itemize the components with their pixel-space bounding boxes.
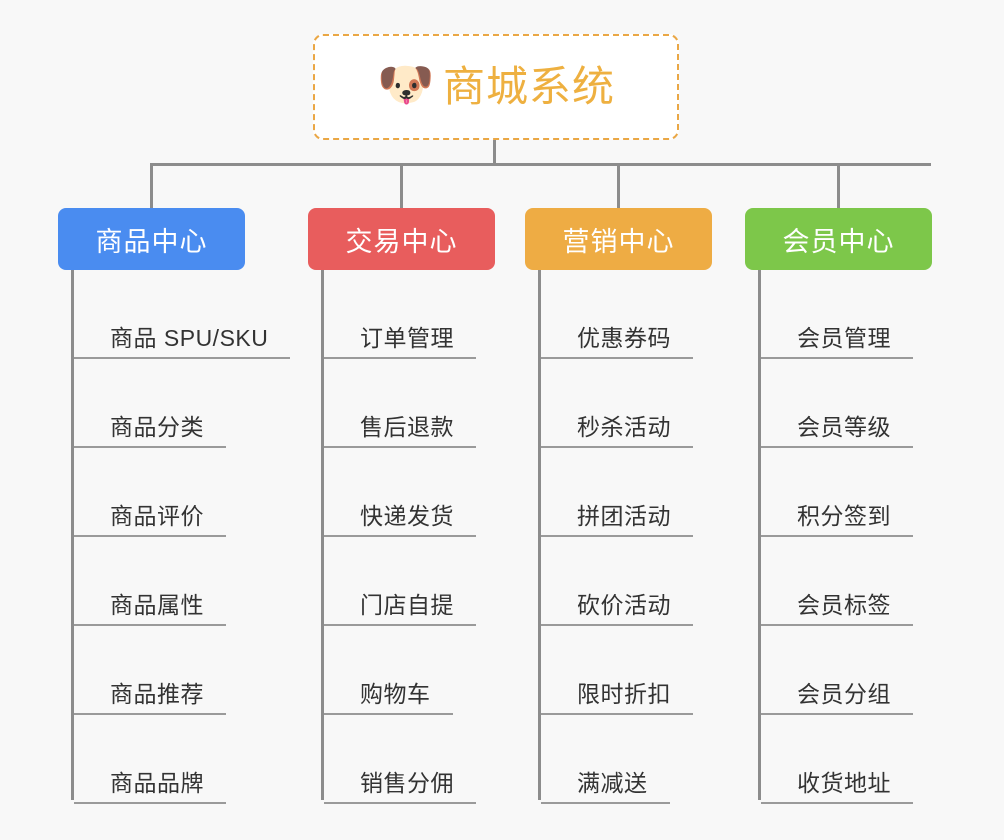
- root-node[interactable]: 🐶 商城系统: [313, 34, 679, 140]
- leaf-label: 商品推荐: [110, 680, 204, 707]
- list-item[interactable]: 售后退款: [324, 359, 598, 448]
- leaf-label: 收货地址: [797, 769, 891, 796]
- list-item[interactable]: 快递发货: [324, 448, 598, 537]
- list-item[interactable]: 优惠券码: [541, 270, 815, 359]
- leaf-label: 秒杀活动: [577, 413, 671, 440]
- category-header-label: 营销中心: [562, 226, 675, 257]
- leaf-label: 会员分组: [797, 680, 891, 707]
- root-title: 商城系统: [442, 63, 615, 110]
- leaf-label: 砍价活动: [577, 591, 671, 618]
- category-header-trade[interactable]: 交易中心: [308, 208, 495, 270]
- leaf-tree-trade: 订单管理 售后退款 快递发货 门店自提 购物车 销售分佣: [321, 270, 598, 804]
- list-item[interactable]: 购物车: [324, 626, 598, 715]
- leaf-label: 商品分类: [110, 413, 204, 440]
- list-item[interactable]: 商品评价: [74, 448, 358, 537]
- list-item[interactable]: 满减送: [541, 715, 815, 804]
- leaf-label: 购物车: [360, 680, 431, 707]
- list-item[interactable]: 会员分组: [761, 626, 1004, 715]
- list-item[interactable]: 会员标签: [761, 537, 1004, 626]
- category-column-product: 商品中心 商品 SPU/SKU 商品分类 商品评价 商品属性 商品推荐 商品品牌: [58, 208, 358, 804]
- leaf-tree-marketing: 优惠券码 秒杀活动 拼团活动 砍价活动 限时折扣 满减送: [538, 270, 815, 804]
- category-header-label: 会员中心: [782, 226, 895, 257]
- leaf-label: 限时折扣: [577, 680, 671, 707]
- category-header-label: 交易中心: [345, 226, 458, 257]
- list-item[interactable]: 商品品牌: [74, 715, 358, 804]
- list-item[interactable]: 限时折扣: [541, 626, 815, 715]
- leaf-tree-product: 商品 SPU/SKU 商品分类 商品评价 商品属性 商品推荐 商品品牌: [71, 270, 358, 804]
- list-item[interactable]: 积分签到: [761, 448, 1004, 537]
- list-item[interactable]: 会员等级: [761, 359, 1004, 448]
- leaf-label: 会员等级: [797, 413, 891, 440]
- leaf-label: 商品属性: [110, 591, 204, 618]
- leaf-label: 商品 SPU/SKU: [110, 324, 269, 351]
- category-column-marketing: 营销中心 优惠券码 秒杀活动 拼团活动 砍价活动 限时折扣 满减送: [525, 208, 815, 804]
- list-item[interactable]: 砍价活动: [541, 537, 815, 626]
- leaf-tree-member: 会员管理 会员等级 积分签到 会员标签 会员分组 收货地址: [758, 270, 1004, 804]
- connector-drop-3: [617, 163, 620, 208]
- category-header-member[interactable]: 会员中心: [745, 208, 932, 270]
- leaf-label: 门店自提: [360, 591, 454, 618]
- leaf-label: 拼团活动: [577, 502, 671, 529]
- list-item[interactable]: 收货地址: [761, 715, 1004, 804]
- leaf-label: 会员标签: [797, 591, 891, 618]
- list-item[interactable]: 商品 SPU/SKU: [74, 270, 358, 359]
- category-header-label: 商品中心: [95, 226, 208, 257]
- connector-root-stem: [493, 140, 496, 164]
- connector-drop-2: [400, 163, 403, 208]
- connector-drop-4: [837, 163, 840, 208]
- list-item[interactable]: 商品分类: [74, 359, 358, 448]
- category-column-trade: 交易中心 订单管理 售后退款 快递发货 门店自提 购物车 销售分佣: [308, 208, 598, 804]
- shiba-dog-icon: 🐶: [376, 58, 435, 110]
- list-item[interactable]: 商品属性: [74, 537, 358, 626]
- leaf-label: 订单管理: [360, 324, 454, 351]
- list-item[interactable]: 销售分佣: [324, 715, 598, 804]
- leaf-label: 快递发货: [360, 502, 454, 529]
- category-header-product[interactable]: 商品中心: [58, 208, 245, 270]
- leaf-label: 积分签到: [797, 502, 891, 529]
- leaf-label: 销售分佣: [360, 769, 454, 796]
- list-item[interactable]: 订单管理: [324, 270, 598, 359]
- list-item[interactable]: 门店自提: [324, 537, 598, 626]
- leaf-label: 满减送: [577, 769, 648, 796]
- list-item[interactable]: 拼团活动: [541, 448, 815, 537]
- category-column-member: 会员中心 会员管理 会员等级 积分签到 会员标签 会员分组 收货地址: [745, 208, 1004, 804]
- leaf-label: 会员管理: [797, 324, 891, 351]
- list-item[interactable]: 秒杀活动: [541, 359, 815, 448]
- connector-horizontal-bus: [150, 163, 931, 166]
- leaf-label: 售后退款: [360, 413, 454, 440]
- list-item[interactable]: 商品推荐: [74, 626, 358, 715]
- leaf-label: 商品品牌: [110, 769, 204, 796]
- connector-drop-1: [150, 163, 153, 208]
- leaf-label: 优惠券码: [577, 324, 671, 351]
- leaf-label: 商品评价: [110, 502, 204, 529]
- category-header-marketing[interactable]: 营销中心: [525, 208, 712, 270]
- list-item[interactable]: 会员管理: [761, 270, 1004, 359]
